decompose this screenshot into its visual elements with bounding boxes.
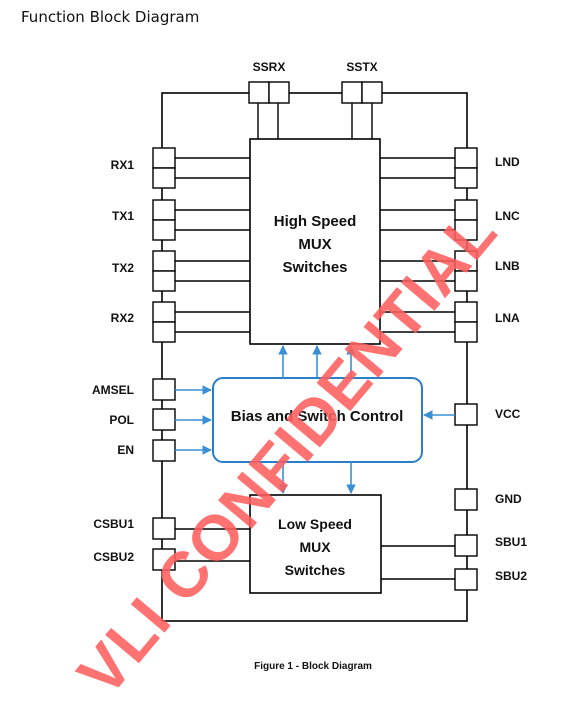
low-speed-label-line1: Low Speed [278,516,352,532]
pin-box-csbu1 [152,517,176,540]
high-speed-label-line1: High Speed [274,213,357,230]
pin-box-lnc-1 [454,219,478,241]
pin-box-amsel [152,378,176,401]
pin-label-en: EN [117,443,134,457]
pin-box-rx1-1 [152,167,176,189]
bias-label: Bias and Switch Control [231,408,404,425]
pin-label-rx1: RX1 [111,158,135,172]
pin-box-lnd-0 [454,147,478,169]
pin-label-gnd: GND [495,492,522,506]
pin-box-rx2-0 [152,301,176,323]
pin-label-sbu2: SBU2 [495,569,527,583]
pin-box-lnd-1 [454,167,478,189]
pin-box-ssrx-a [248,81,270,104]
pin-label-ssrx: SSRX [253,60,286,74]
pin-label-pol: POL [109,413,134,427]
pin-label-vcc: VCC [495,407,521,421]
pin-box-csbu2 [152,548,176,571]
pin-box-lna-0 [454,301,478,323]
package-outline [161,92,468,622]
pin-label-lnb: LNB [495,259,520,273]
pin-box-tx2-1 [152,270,176,292]
high-speed-mux-block: High Speed MUX Switches [249,138,381,345]
pin-box-lna-1 [454,321,478,343]
pin-box-rx2-1 [152,321,176,343]
pin-box-pol [152,408,176,431]
pin-label-amsel: AMSEL [92,383,134,397]
pin-label-csbu1: CSBU1 [93,517,134,531]
pin-box-tx1-0 [152,199,176,221]
pin-label-lnd: LND [495,155,520,169]
pin-label-csbu2: CSBU2 [93,550,134,564]
pin-label-lna: LNA [495,311,520,325]
low-speed-label-line3: Switches [285,562,346,578]
pin-label-lnc: LNC [495,209,520,223]
pin-box-vcc [454,403,478,426]
pin-box-ssrx-b [268,81,290,104]
pin-label-sbu1: SBU1 [495,535,527,549]
page-title: Function Block Diagram [21,8,200,26]
pin-box-en [152,439,176,462]
pin-box-sbu2 [454,568,478,591]
figure-caption: Figure 1 - Block Diagram [254,661,372,672]
pin-label-tx1: TX1 [112,209,134,223]
pin-box-sbu1 [454,534,478,557]
pin-box-gnd [454,488,478,511]
pin-label-rx2: RX2 [111,311,135,325]
pin-box-sstx-b [361,81,383,104]
low-speed-label-line2: MUX [299,539,331,555]
pin-box-lnb-1 [454,270,478,292]
pin-label-sstx: SSTX [346,60,377,74]
high-speed-label-line2: MUX [298,236,331,253]
high-speed-label-line3: Switches [282,259,347,276]
bias-switch-control-block: Bias and Switch Control [212,377,423,463]
pin-box-sstx-a [341,81,363,104]
pin-box-rx1-0 [152,147,176,169]
pin-label-tx2: TX2 [112,261,134,275]
pin-box-tx1-1 [152,219,176,241]
low-speed-mux-block: Low Speed MUX Switches [249,494,382,594]
pin-box-tx2-0 [152,250,176,272]
